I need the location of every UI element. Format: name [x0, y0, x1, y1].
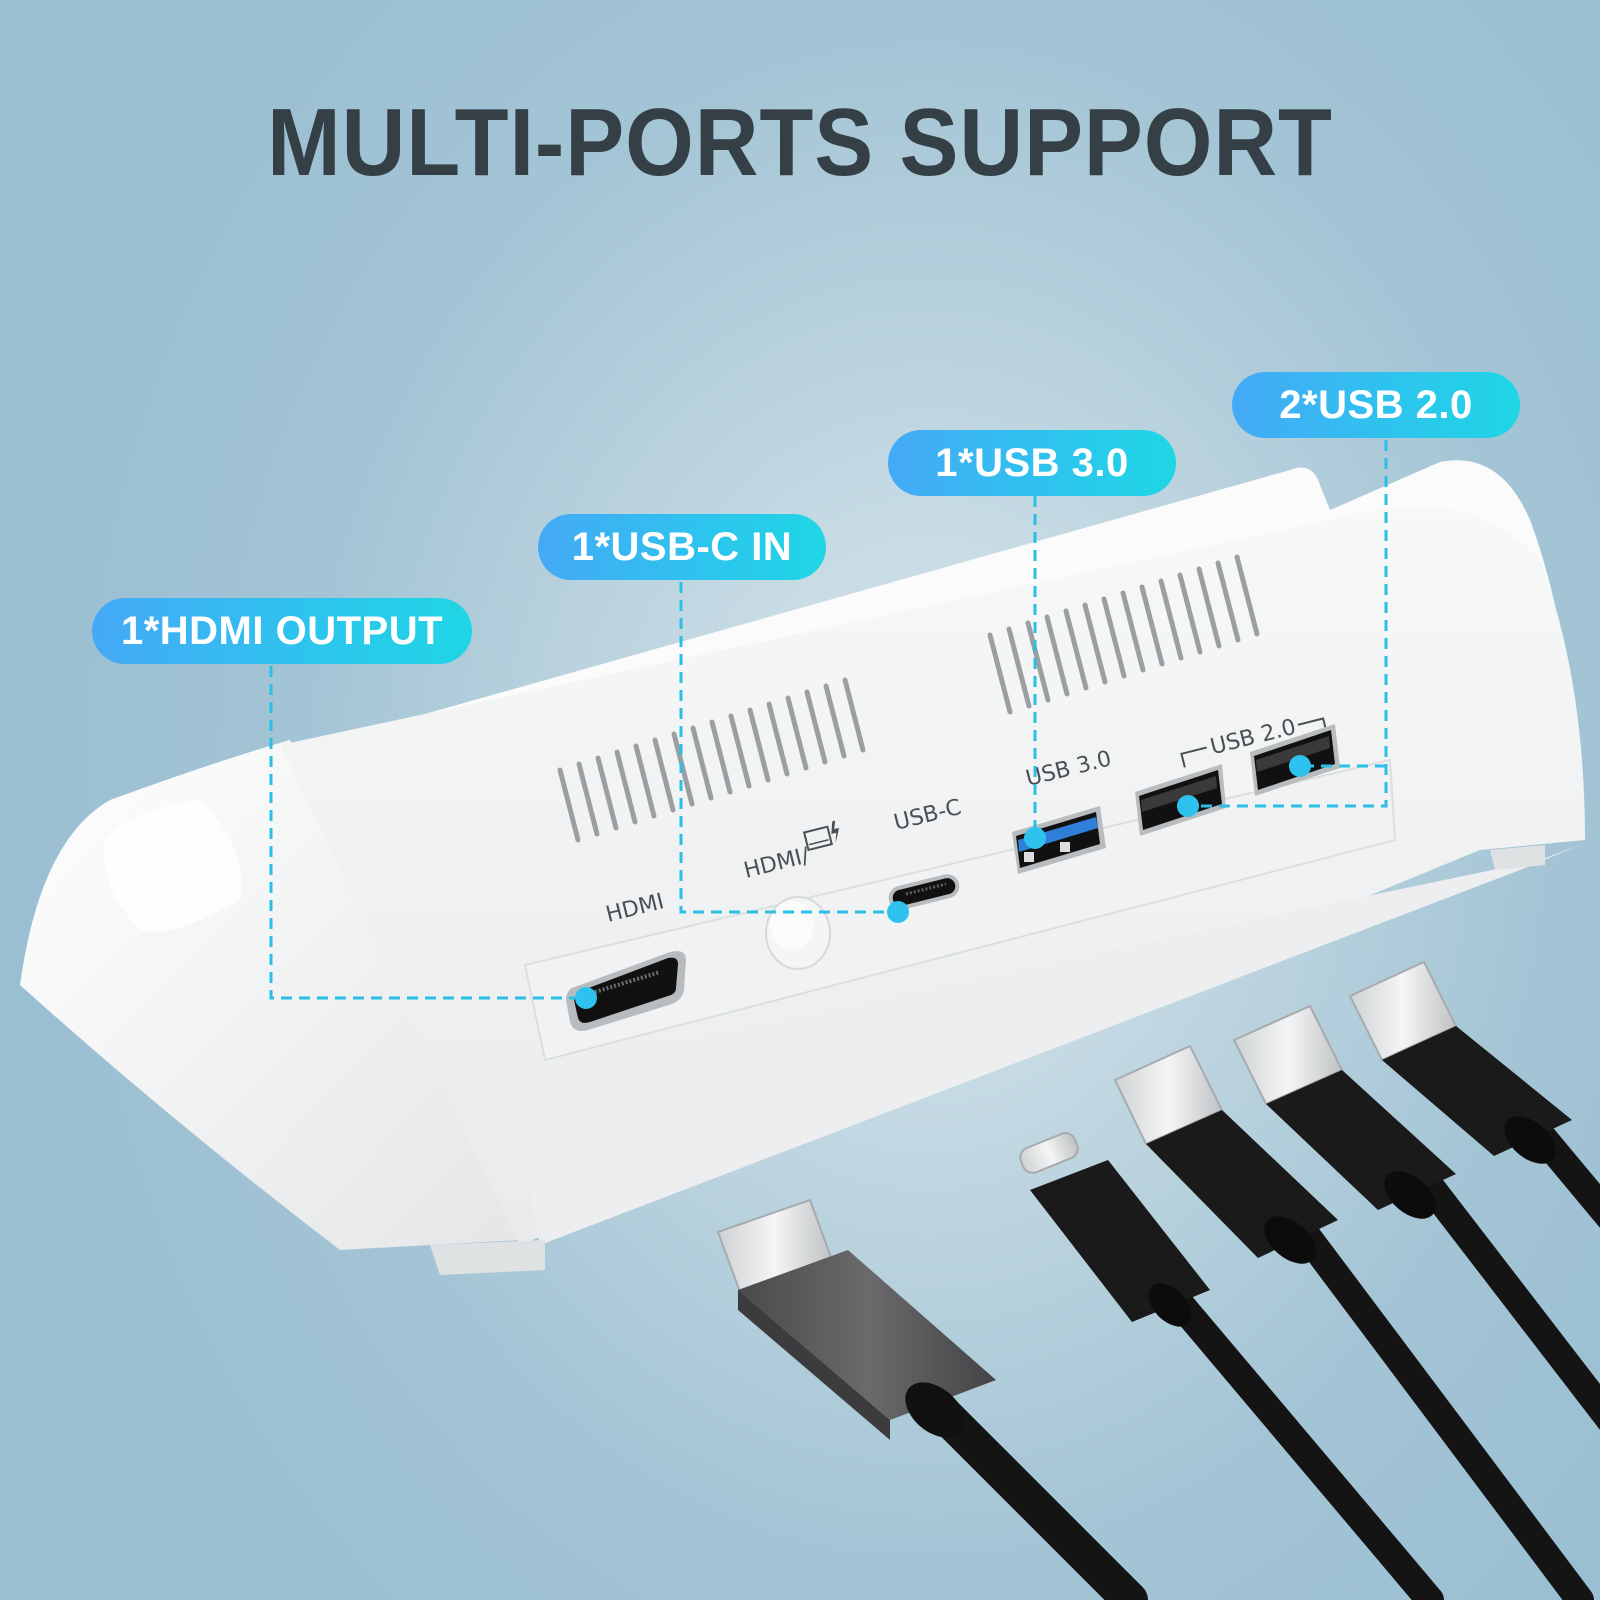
callout-usb2: 2*USB 2.0 — [1232, 372, 1520, 438]
usba-cable-plug-3 — [1348, 960, 1572, 1164]
hdmi-cable-plug — [716, 1198, 996, 1440]
callout-usb3: 1*USB 3.0 — [888, 430, 1176, 496]
dot-usb3 — [1024, 827, 1046, 849]
callout-dots — [575, 755, 1311, 1009]
callout-line-usbc — [679, 582, 898, 914]
usbc-cable-plug — [1019, 1132, 1210, 1327]
usba-cable-plug-2 — [1232, 1004, 1456, 1219]
vent-grille-right — [987, 554, 1260, 715]
callout-hdmi-output: 1*HDMI OUTPUT — [92, 598, 472, 664]
display-charge-icon — [802, 820, 840, 852]
callout-lines — [269, 440, 1388, 1000]
dot-usb2-1 — [1177, 795, 1199, 817]
dot-hdmi — [575, 987, 597, 1009]
dot-usb2-2 — [1289, 755, 1311, 777]
callout-usbc-in: 1*USB-C IN — [538, 514, 826, 580]
callout-line-usb2 — [1188, 440, 1388, 808]
vent-grille-left — [557, 677, 866, 843]
callout-line-hdmi — [269, 666, 586, 1000]
hdmi-port — [566, 951, 686, 1031]
hdmi-mode-switch[interactable] — [765, 896, 831, 970]
usba-cable-plug-1 — [1113, 1044, 1338, 1264]
usbc-port — [888, 874, 960, 910]
dot-usbc — [887, 901, 909, 923]
page-title: MULTI-PORTS SUPPORT — [267, 89, 1333, 196]
